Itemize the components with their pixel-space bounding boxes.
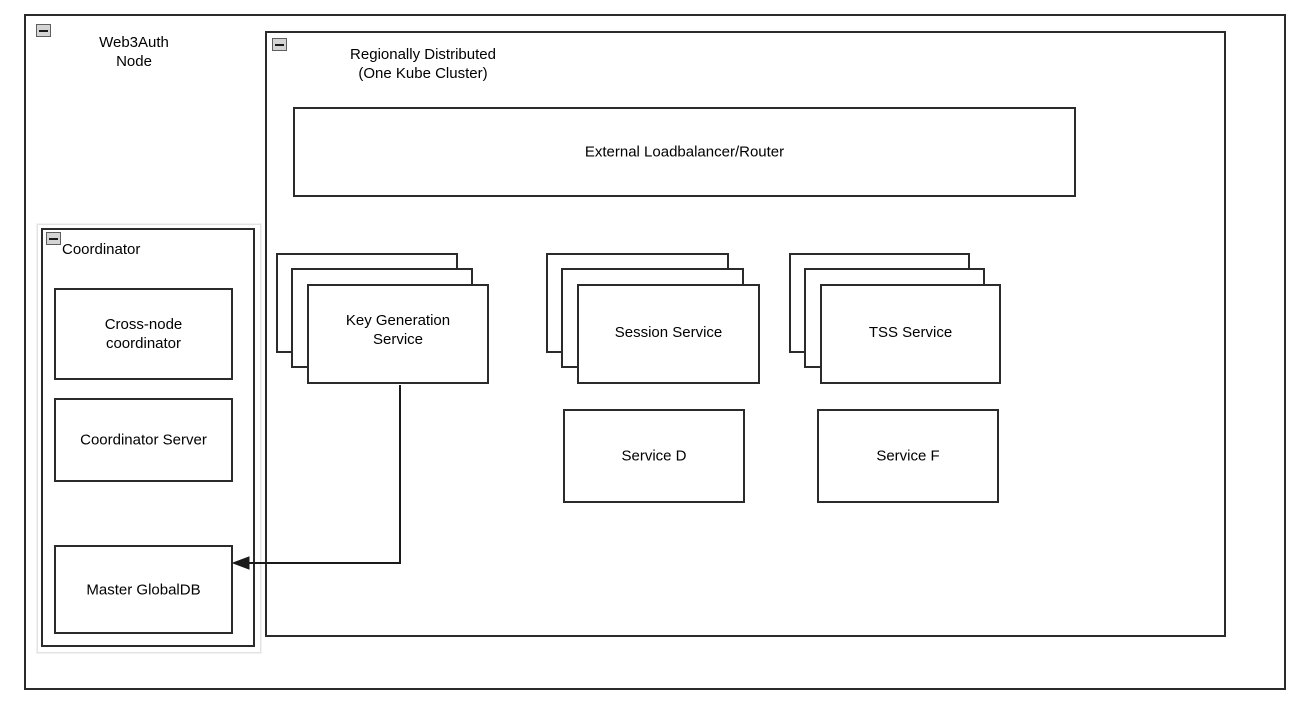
service-stack-tss[interactable]: TSS Service: [789, 253, 1004, 385]
label-master-globaldb: Master GlobalDB: [86, 581, 201, 598]
container-label-regionally-distributed: Regionally Distributed (One Kube Cluster…: [350, 46, 496, 82]
collapse-minus-icon-web3auth-node[interactable]: [36, 24, 51, 37]
box-service-d[interactable]: Service D: [563, 409, 745, 503]
collapse-minus-icon-coordinator[interactable]: [46, 232, 61, 245]
box-master-globaldb[interactable]: Master GlobalDB: [54, 545, 233, 634]
container-label-coordinator: Coordinator: [62, 241, 141, 258]
label-cross-node-coordinator: Cross-node coordinator: [104, 316, 183, 352]
label-service-d: Service D: [621, 447, 687, 465]
label-tss-service: TSS Service: [868, 324, 953, 341]
label-session-service: Session Service: [614, 324, 723, 341]
container-label-web3auth-node: Web3Auth Node: [99, 34, 169, 70]
collapse-minus-icon-regional-cluster[interactable]: [272, 38, 287, 51]
stack-sheet-front: [820, 284, 1001, 384]
label-key-generation-service: Key Generation Service: [345, 312, 451, 348]
service-stack-key-generation[interactable]: Key Generation Service: [276, 253, 491, 385]
service-stack-session[interactable]: Session Service: [546, 253, 761, 385]
box-service-f[interactable]: Service F: [817, 409, 999, 503]
label-external-loadbalancer: External Loadbalancer/Router: [584, 143, 785, 161]
stack-sheet-front: [307, 284, 489, 384]
label-service-f: Service F: [876, 447, 940, 465]
box-coordinator-server[interactable]: Coordinator Server: [54, 398, 233, 482]
box-external-loadbalancer[interactable]: External Loadbalancer/Router: [293, 107, 1076, 197]
stack-sheet-front: [577, 284, 760, 384]
box-cross-node-coordinator[interactable]: Cross-node coordinator: [54, 288, 233, 380]
label-coordinator-server: Coordinator Server: [80, 431, 207, 449]
